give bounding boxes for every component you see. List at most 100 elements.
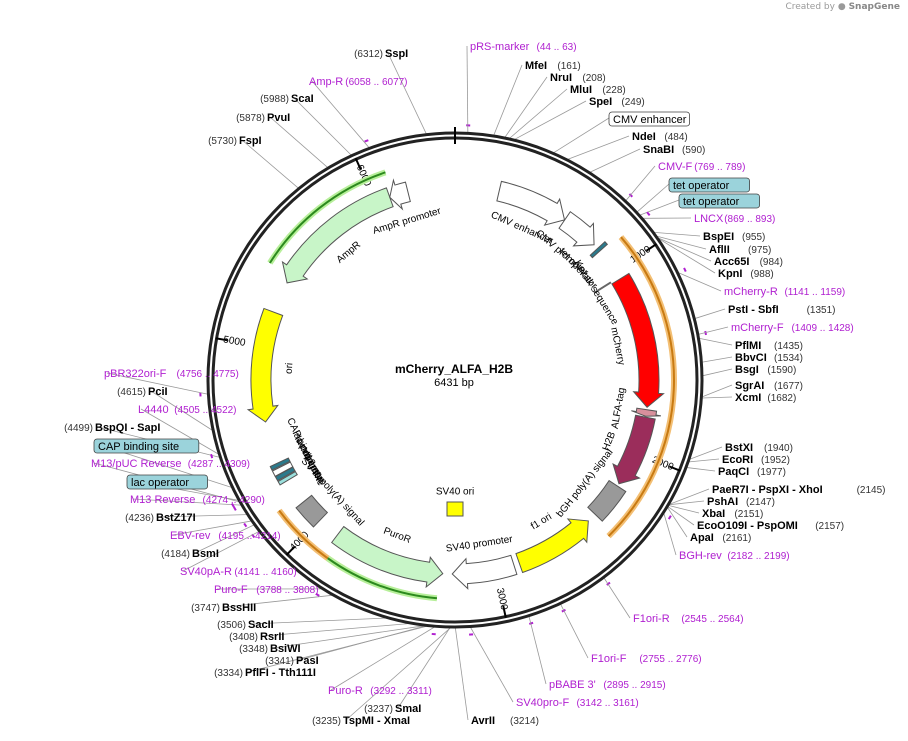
primer-coord: (3142 .. 3161) [576,698,638,709]
enzyme-site-bsmi[interactable]: (4184)BsmI [161,548,219,560]
callout-text: CMV enhancer [613,114,687,126]
enzyme-site-sgrai[interactable]: (1677)SgrAI [735,380,803,392]
enzyme-site-ndei[interactable]: (484)NdeI [632,131,688,143]
primer-site-prs-marker[interactable]: pRS-marker(44 .. 63) [470,41,577,53]
primer-site-f1ori-r[interactable]: F1ori-R (2545 .. 2564) [633,613,744,625]
leader-line [625,165,656,201]
primer-site-sv40pa-r[interactable]: SV40pA-R(4141 .. 4160) [180,566,297,578]
feature-callout-tet-operator[interactable]: tet operator [678,193,760,209]
leader-line [640,199,680,216]
primer-site-m13-puc-reverse[interactable]: M13/pUC Reverse(4287 .. 4309) [91,458,250,470]
enzyme-site-paqci[interactable]: (1977)PaqCI [718,466,786,478]
feature-callout-lac-operator[interactable]: lac operator [126,474,208,490]
primer-name: M13/pUC Reverse [91,458,181,470]
primer-site-puro-r[interactable]: Puro-R(3292 .. 3311) [328,685,432,697]
primer-site-pbabe-3[interactable]: pBABE 3'(2895 .. 2915) [549,679,666,691]
enzyme-site-bsshii[interactable]: (3747)BssHII [191,602,256,614]
enzyme-site-bstz17i[interactable]: (4236)BstZ17I [125,512,196,524]
primer-site-m13-reverse[interactable]: M13 Reverse(4274 .. 4290) [130,494,265,506]
enzyme-site-snabi[interactable]: (590)SnaBI [643,144,705,156]
enzyme-site-ecoo109i-pspomi[interactable]: (2157)EcoO109I - PspOMI [697,520,844,532]
feature-callout-cap-binding-site[interactable]: CAP binding site [93,438,200,454]
primer-site-amp-r[interactable]: Amp-R(6058 .. 6077) [309,76,408,88]
feature-label: PuroR [382,526,412,546]
leader-line [669,500,705,506]
enzyme-site-mlui[interactable]: (228)MluI [570,84,626,96]
enzyme-name: BstZ17I [156,512,196,524]
feature-mcherry [611,272,665,408]
enzyme-site-kpni[interactable]: (988)KpnI [718,268,774,280]
feature-label: SV40 promoter [445,534,514,555]
enzyme-site-smai[interactable]: (3237)SmaI [364,703,421,715]
enzyme-site-sspi[interactable]: (6312)SspI [354,48,408,60]
primer-site-pbr322ori-f[interactable]: pBR322ori-F(4756 .. 4775) [104,368,239,380]
enzyme-site-bsiwi[interactable]: (3348)BsiWI [239,643,300,655]
enzyme-coord: (1351) [807,305,836,316]
primer-coord: (769 .. 789) [694,162,745,173]
primer-site-bgh-rev[interactable]: BGH-rev(2182 .. 2199) [679,550,790,562]
enzyme-name: RsrII [260,631,284,643]
enzyme-coord: (2151) [734,509,763,520]
plasmid-backbone [206,127,704,629]
feature-callout-cmv-enhancer[interactable]: CMV enhancer [608,111,690,127]
primer-site-ebv-rev[interactable]: EBV-rev(4195 .. 4214) [170,530,281,542]
primer-coord: (869 .. 893) [724,214,775,225]
enzyme-site-bspei[interactable]: (955)BspEI [703,231,765,243]
enzyme-site-acc65i[interactable]: (984)Acc65I [714,256,783,268]
feature-callout-tet-operator[interactable]: tet operator [668,177,750,193]
enzyme-coord: (1590) [767,365,796,376]
leader-line [663,513,677,556]
leader-line [150,390,213,431]
enzyme-site-pflmi[interactable]: (1435)PflMI [735,340,803,352]
enzyme-site-sacii[interactable]: (3506)SacII [217,619,274,631]
enzyme-site-bstxi[interactable]: (1940)BstXI [725,442,793,454]
feature-sv40-poly-a-signal [295,494,329,528]
enzyme-site-pcii[interactable]: (4615)PciI [117,386,167,398]
enzyme-name: NdeI [632,131,656,143]
enzyme-site-mfei[interactable]: (161)MfeI [525,60,581,72]
primer-site-l4440[interactable]: L4440(4505 .. 4522) [138,404,237,416]
enzyme-site-fspi[interactable]: (5730)FspI [208,135,262,147]
enzyme-site-pshai[interactable]: (2147)PshAI [707,496,775,508]
enzyme-site-pasi[interactable]: (3341)PasI [265,655,319,667]
enzyme-site-xbai[interactable]: (2151)XbaI [702,508,763,520]
primer-site-mcherry-r[interactable]: mCherry-R(1141 .. 1159) [724,286,845,298]
enzyme-site-spei[interactable]: (249)SpeI [589,96,645,108]
enzyme-site-pvui[interactable]: (5878)PvuI [236,112,290,124]
enzyme-site-scai[interactable]: (5988)ScaI [260,93,314,105]
enzyme-site-paer7i-pspxi-xhoi[interactable]: (2145)PaeR7I - PspXI - XhoI [712,484,886,496]
leader-line [172,520,252,536]
enzyme-site-psti-sbfi[interactable]: (1351)PstI - SbfI [728,304,836,316]
primer-site-cmv-f[interactable]: CMV-F(769 .. 789) [658,161,745,173]
primer-mark [364,139,369,143]
primer-name: F1ori-R [633,613,670,625]
enzyme-name: BsmI [192,548,219,560]
enzyme-site-bsgi[interactable]: (1590)BsgI [735,364,796,376]
leader-line [466,45,469,133]
primer-site-f1ori-f[interactable]: F1ori-F(2755 .. 2776) [591,653,702,665]
leader-line [330,626,435,691]
leader-line [603,577,631,619]
enzyme-site-xcmi[interactable]: (1682)XcmI [735,392,796,404]
primer-name: L4440 [138,404,169,416]
primer-coord: (2545 .. 2564) [681,614,743,625]
enzyme-site-ecori[interactable]: (1952)EcoRI [722,454,790,466]
primer-mark [210,453,214,459]
enzyme-site-pflfi-tth111i[interactable]: (3334)PflFI - Tth111I [214,667,316,679]
leader-line [182,531,259,572]
primer-site-lncx[interactable]: LNCX(869 .. 893) [694,213,775,225]
enzyme-site-apai[interactable]: (2161)ApaI [690,532,751,544]
leader-line [514,100,587,140]
enzyme-site-aflii[interactable]: (975)AflII [709,244,771,256]
enzyme-site-rsrii[interactable]: (3408)RsrII [229,631,284,643]
enzyme-site-bbvci[interactable]: (1534)BbvCI [735,352,803,364]
enzyme-site-bspqi-sapi[interactable]: (4499)BspQI - SapI [64,422,160,434]
enzyme-site-nrui[interactable]: (208)NruI [550,72,606,84]
primer-site-sv40pro-f[interactable]: SV40pro-F(3142 .. 3161) [516,697,639,709]
primer-site-mcherry-f[interactable]: mCherry-F(1409 .. 1428) [731,322,854,334]
enzyme-site-tspmi-xmai[interactable]: (3235)TspMI - XmaI [312,715,410,727]
enzyme-site-avrii[interactable]: (3214)AvrII [471,715,539,727]
primer-name: CMV-F [658,161,693,173]
primer-site-puro-f[interactable]: Puro-F(3788 .. 3808) [214,584,319,596]
